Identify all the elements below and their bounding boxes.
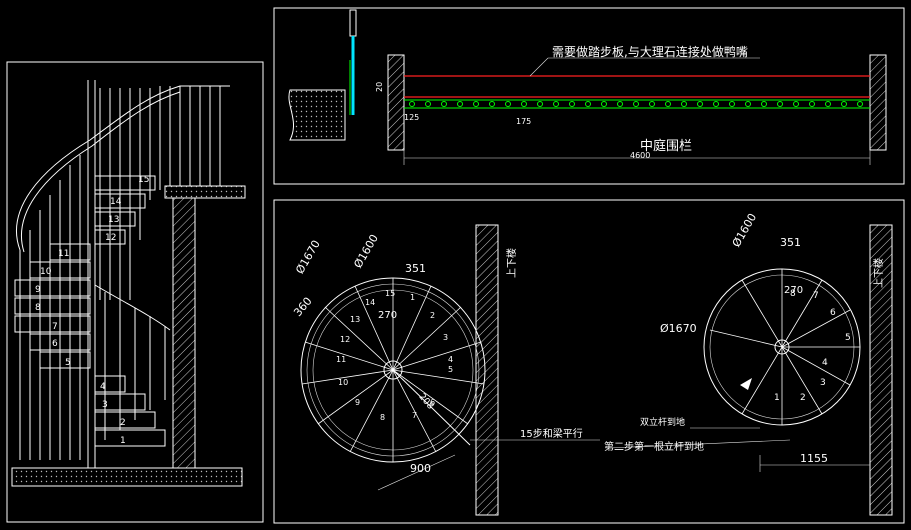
bottom-right-frame (273, 199, 905, 524)
wall-note-b: 上下楼 (872, 258, 885, 288)
step-label: 1 (774, 393, 780, 403)
step-label: 13 (350, 315, 360, 324)
railing-title: 中庭围栏 (640, 138, 692, 154)
step-label: 2 (430, 311, 435, 320)
step-label: 12 (105, 233, 116, 243)
step-label: 4 (100, 382, 106, 392)
step-label: 4 (822, 358, 828, 368)
step-label: 15 (138, 175, 149, 185)
second-step-note: 第二步第一根立杆到地 (604, 440, 704, 453)
step-label: 11 (336, 355, 346, 364)
step-label: 7 (52, 322, 58, 332)
plan-a-step-labels: 1 2 3 4 5 6 7 8 9 10 11 12 13 14 15 (336, 289, 453, 422)
step-label: 5 (65, 358, 71, 368)
step-label: 8 (380, 413, 385, 422)
step-label: 6 (430, 398, 435, 407)
step-label: 4 (448, 355, 453, 364)
ground-slab (11, 467, 243, 487)
spacing-dim-a: 125 (404, 113, 419, 122)
left-elevation-frame (6, 61, 264, 523)
step-label: 10 (40, 267, 52, 277)
step-label: 8 (790, 289, 796, 299)
step-label: 8 (35, 303, 41, 313)
dia-1670-b: Ø1670 (660, 322, 697, 335)
atrium-railing-detail: 需要做踏步板,与大理石连接处做鸭嘴 20 125 175 4600 中庭围栏 (288, 9, 887, 165)
double-post-note: 双立杆到地 (640, 416, 685, 428)
step-label: 5 (845, 333, 851, 343)
height-dim: 20 (375, 82, 384, 92)
step-label: 1 (120, 436, 126, 446)
step-label: 2 (120, 418, 126, 428)
step-label: 6 (52, 339, 58, 349)
step-label: 13 (108, 215, 119, 225)
step-label: 1 (410, 293, 415, 302)
wall-hatch (172, 197, 196, 469)
spiral-plan-b: 1 2 3 4 5 6 7 8 Ø1600 Ø1670 351 270 1155… (604, 211, 893, 516)
width-351: 351 (405, 262, 426, 275)
step-label: 9 (355, 398, 360, 407)
parallel-note: 15步和梁平行 (520, 427, 583, 440)
floor-slab (164, 185, 246, 199)
step-label: 10 (338, 378, 348, 387)
step-label: 5 (448, 365, 453, 374)
spiral-plan-a: 1 2 3 4 5 6 7 8 9 10 11 12 13 14 15 Ø167… (291, 224, 600, 516)
step-label: 7 (813, 291, 819, 301)
dia-1600-b: Ø1600 (730, 211, 760, 249)
step-label: 2 (800, 393, 806, 403)
step-label: 14 (365, 298, 375, 307)
step-label: 11 (58, 249, 69, 259)
wall-note-a: 上下楼 (505, 248, 518, 278)
railing-note: 需要做踏步板,与大理石连接处做鸭嘴 (552, 44, 748, 59)
step-label: 3 (102, 400, 108, 410)
step-label: 6 (830, 308, 836, 318)
step-label: 14 (110, 197, 122, 207)
radius-360: 360 (291, 295, 314, 319)
width-351-b: 351 (780, 236, 801, 249)
span-1155: 1155 (800, 452, 828, 465)
step-label: 12 (340, 335, 350, 344)
step-label: 3 (820, 378, 826, 388)
inner-270-b: 270 (784, 285, 803, 296)
dia-1600: Ø1600 (351, 232, 381, 270)
plan-b-step-labels: 1 2 3 4 5 6 7 8 (774, 289, 851, 403)
step-label: 15 (385, 289, 395, 298)
dia-1670: Ø1670 (293, 238, 323, 276)
top-right-frame (273, 7, 905, 185)
elevation-step-labels: 1 2 3 4 5 6 7 8 9 10 11 12 13 14 15 (35, 175, 149, 446)
spiral-stair-elevation: 1 2 3 4 5 6 7 8 9 10 11 12 13 14 15 (11, 80, 246, 487)
step-label: 7 (412, 411, 417, 420)
step-label: 3 (443, 333, 448, 342)
step-label: 9 (35, 285, 41, 295)
total-length-dim: 4600 (630, 151, 650, 160)
spacing-dim-b: 175 (516, 117, 531, 126)
inner-270: 270 (378, 310, 397, 321)
span-900: 900 (410, 462, 431, 475)
